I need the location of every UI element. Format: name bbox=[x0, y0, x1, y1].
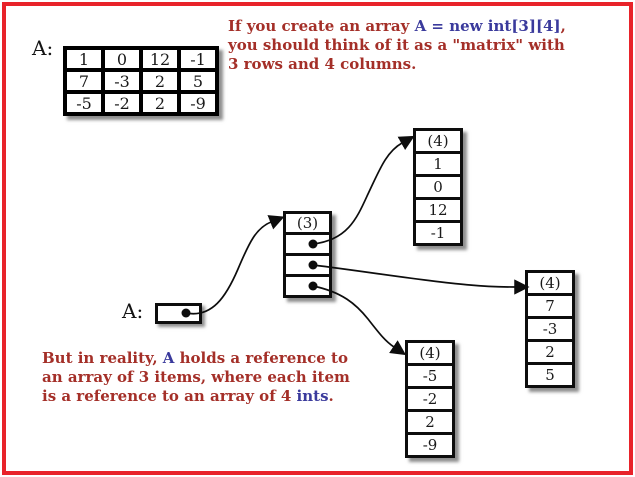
top-note-line2: you should think of it as a "matrix" wit… bbox=[228, 36, 565, 54]
top-note: If you create an array A = new int[3][4]… bbox=[228, 17, 566, 74]
reference-box bbox=[155, 303, 202, 324]
array-cell: -9 bbox=[408, 432, 452, 455]
row-array-header: (4) bbox=[416, 131, 460, 151]
bottom-note-line3-red: is a reference to an array of 4 bbox=[42, 387, 297, 405]
bottom-note-line1: But in reality, A holds a reference to bbox=[42, 349, 350, 368]
row-array-top: (4) 1 0 12 -1 bbox=[413, 128, 463, 246]
top-note-line1-blue: A = new int[3][4] bbox=[414, 17, 561, 35]
top-note-line3: 3 rows and 4 columns. bbox=[228, 55, 417, 73]
top-note-line1-comma: , bbox=[560, 17, 566, 35]
array-cell: 1 bbox=[416, 151, 460, 174]
row-array-right: (4) 7 -3 2 5 bbox=[525, 270, 575, 388]
array-cell: -5 bbox=[408, 363, 452, 386]
matrix-variable-label: A: bbox=[32, 36, 54, 60]
spine-array: (3) bbox=[283, 211, 332, 298]
array-cell: 2 bbox=[528, 339, 572, 362]
bottom-note-line1-blue: A bbox=[162, 349, 175, 367]
array-cell: -1 bbox=[416, 220, 460, 243]
reference-variable-label: A: bbox=[122, 299, 144, 323]
array-cell: -3 bbox=[528, 316, 572, 339]
row-array-bottom: (4) -5 -2 2 -9 bbox=[405, 340, 455, 458]
spine-array-header: (3) bbox=[286, 214, 329, 232]
matrix-cell: 0 bbox=[103, 48, 141, 70]
bottom-note: But in reality, A holds a reference to a… bbox=[42, 349, 350, 406]
spine-pointer-cell bbox=[286, 253, 329, 274]
bottom-note-line1-red: But in reality, bbox=[42, 349, 163, 367]
matrix-cell: -5 bbox=[65, 92, 103, 114]
top-note-line1: If you create an array A = new int[3][4]… bbox=[228, 17, 566, 36]
bottom-note-line3-blue: ints bbox=[296, 387, 329, 405]
spine-pointer-cell bbox=[286, 232, 329, 253]
arrow-spine1-to-right bbox=[312, 264, 530, 295]
top-note-line1-red: If you create an array bbox=[228, 17, 415, 35]
row-array-header: (4) bbox=[408, 343, 452, 363]
matrix-grid: 1 0 12 -1 7 -3 2 5 -5 -2 2 -9 bbox=[63, 46, 219, 116]
array-cell: 0 bbox=[416, 174, 460, 197]
row-array-header: (4) bbox=[528, 273, 572, 293]
bottom-note-line3-period: . bbox=[328, 387, 334, 405]
array-cell: 12 bbox=[416, 197, 460, 220]
array-cell: 5 bbox=[528, 362, 572, 385]
bottom-note-line2: an array of 3 items, where each item bbox=[42, 368, 350, 386]
array-cell: 7 bbox=[528, 293, 572, 316]
matrix-cell: 2 bbox=[141, 70, 179, 92]
matrix-cell: -3 bbox=[103, 70, 141, 92]
matrix-cell: -2 bbox=[103, 92, 141, 114]
matrix-cell: -1 bbox=[179, 48, 217, 70]
matrix-cell: 1 bbox=[65, 48, 103, 70]
spine-pointer-cell bbox=[286, 274, 329, 295]
bottom-note-line1-red2: holds a reference to bbox=[174, 349, 348, 367]
arrow-a-to-spine bbox=[185, 215, 285, 315]
array-cell: -2 bbox=[408, 386, 452, 409]
matrix-cell: 7 bbox=[65, 70, 103, 92]
bottom-note-line3: is a reference to an array of 4 ints. bbox=[42, 387, 350, 406]
matrix-cell: 2 bbox=[141, 92, 179, 114]
matrix-cell: -9 bbox=[179, 92, 217, 114]
matrix-cell: 12 bbox=[141, 48, 179, 70]
matrix-cell: 5 bbox=[179, 70, 217, 92]
array-cell: 2 bbox=[408, 409, 452, 432]
